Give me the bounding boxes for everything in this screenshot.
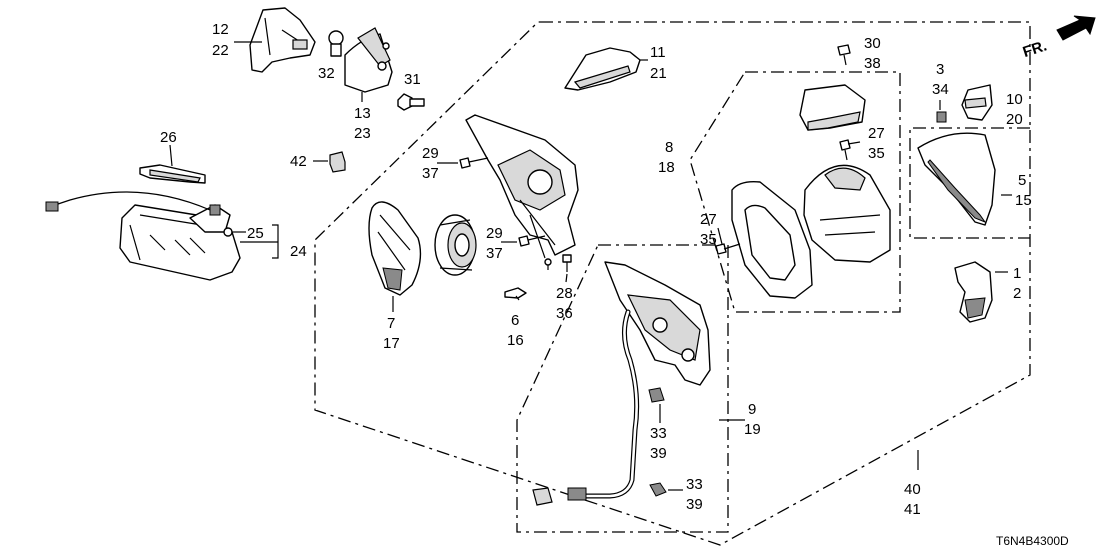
callout-33-39-lower: 33: [686, 476, 703, 493]
callout-11-21-alt: 21: [650, 65, 667, 82]
bolt-31-part: [397, 93, 425, 111]
callout-30-38-alt: 38: [864, 55, 881, 72]
callout-6-16-alt: 16: [507, 332, 524, 349]
grommet-33-upper-part: [648, 387, 665, 403]
callout-33-39-upper: 33: [650, 425, 667, 442]
callout-8-18-alt: 18: [658, 159, 675, 176]
callout-1-2: 1: [1013, 265, 1021, 282]
rearview-mirror-part: [45, 191, 241, 281]
callout-33-39-lower-alt: 39: [686, 496, 703, 513]
callout-29-37-upper: 29: [422, 145, 439, 162]
callout-26: 26: [160, 129, 177, 146]
callout-7-17-alt: 17: [383, 335, 400, 352]
callout-12-22: 12: [212, 21, 229, 38]
callout-29-37-lower-alt: 37: [486, 245, 503, 262]
bezel-part: [731, 180, 813, 299]
garnish-part: [564, 47, 641, 91]
screw-29-lower-part: [518, 235, 546, 247]
callout-12-22-alt: 22: [212, 42, 229, 59]
housing-part: [803, 164, 891, 263]
turn-signal-part: [954, 261, 993, 323]
callout-9-19: 9: [748, 401, 756, 418]
callout-10-20: 10: [1006, 91, 1023, 108]
callout-30-38: 30: [864, 35, 881, 52]
cover-top-part: [799, 84, 866, 131]
callout-8-18: 8: [665, 139, 673, 156]
callout-3-34-alt: 34: [932, 81, 949, 98]
mirror-glass-part: [368, 201, 422, 296]
callout-1-2-alt: 2: [1013, 285, 1021, 302]
callout-25: 25: [247, 225, 264, 242]
actuator-motor-part: [434, 214, 477, 276]
clip-part: [328, 30, 344, 57]
callout-33-39-upper-alt: 39: [650, 445, 667, 462]
screw-30-part: [837, 44, 851, 66]
grommet-3-part: [936, 111, 947, 123]
callout-6-16: 6: [511, 312, 519, 329]
front-direction-label: FR.: [1021, 37, 1049, 61]
callout-9-19-alt: 19: [744, 421, 761, 438]
diagram-code: T6N4B4300D: [996, 534, 1069, 548]
callout-31: 31: [404, 71, 421, 88]
screw-28-part: [562, 254, 572, 272]
sensor-bar-part: [139, 164, 206, 184]
callout-11-21: 11: [650, 44, 666, 61]
harness-base-part: [532, 261, 711, 506]
front-direction-arrow-icon: [1056, 15, 1096, 41]
group-boundary-9-19: [516, 244, 729, 533]
callout-32: 32: [318, 65, 335, 82]
callout-3-34: 3: [936, 61, 944, 78]
mirror-housing-frame-part: [465, 114, 579, 266]
callout-29-37-lower: 29: [486, 225, 503, 242]
callout-labels: 12 22 32 13 23 31 11 21 30 38 3 34 10 20…: [160, 21, 1032, 518]
callout-29-37-upper-alt: 37: [422, 165, 439, 182]
callout-28-36-alt: 36: [556, 305, 573, 322]
callout-27-35-upper: 27: [868, 125, 885, 142]
screw-29-upper-part: [459, 157, 489, 169]
callout-24: 24: [290, 243, 307, 260]
block-42-part: [329, 151, 346, 173]
grommet-33-lower-part: [649, 482, 667, 497]
skull-cap-part: [917, 132, 996, 226]
clip-6-part: [504, 287, 527, 299]
callout-40-41: 40: [904, 481, 921, 498]
callout-27-35-lower: 27: [700, 211, 717, 228]
callout-5-15: 5: [1018, 172, 1026, 189]
callout-42: 42: [290, 153, 307, 170]
callout-40-41-alt: 41: [904, 501, 921, 518]
callout-13-23: 13: [354, 105, 371, 122]
bracket-cover-part: [344, 27, 393, 93]
base-cover-part: [249, 7, 316, 73]
callout-27-35-upper-alt: 35: [868, 145, 885, 162]
screw-27-lower-part: [715, 243, 741, 255]
group-boundary-8-18: [689, 71, 901, 313]
leader-lines: [437, 100, 1012, 491]
callout-28-36: 28: [556, 285, 573, 302]
assembly-boundary-40-41: [314, 21, 1031, 546]
callout-27-35-lower-alt: 35: [700, 231, 717, 248]
callout-7-17: 7: [387, 315, 395, 332]
cap-10-part: [961, 84, 993, 121]
callout-13-23-alt: 23: [354, 125, 371, 142]
callout-10-20-alt: 20: [1006, 111, 1023, 128]
screw-27-upper-part: [839, 139, 851, 161]
callout-5-15-alt: 15: [1015, 192, 1032, 209]
group-boundary-5-15: [909, 127, 1030, 239]
